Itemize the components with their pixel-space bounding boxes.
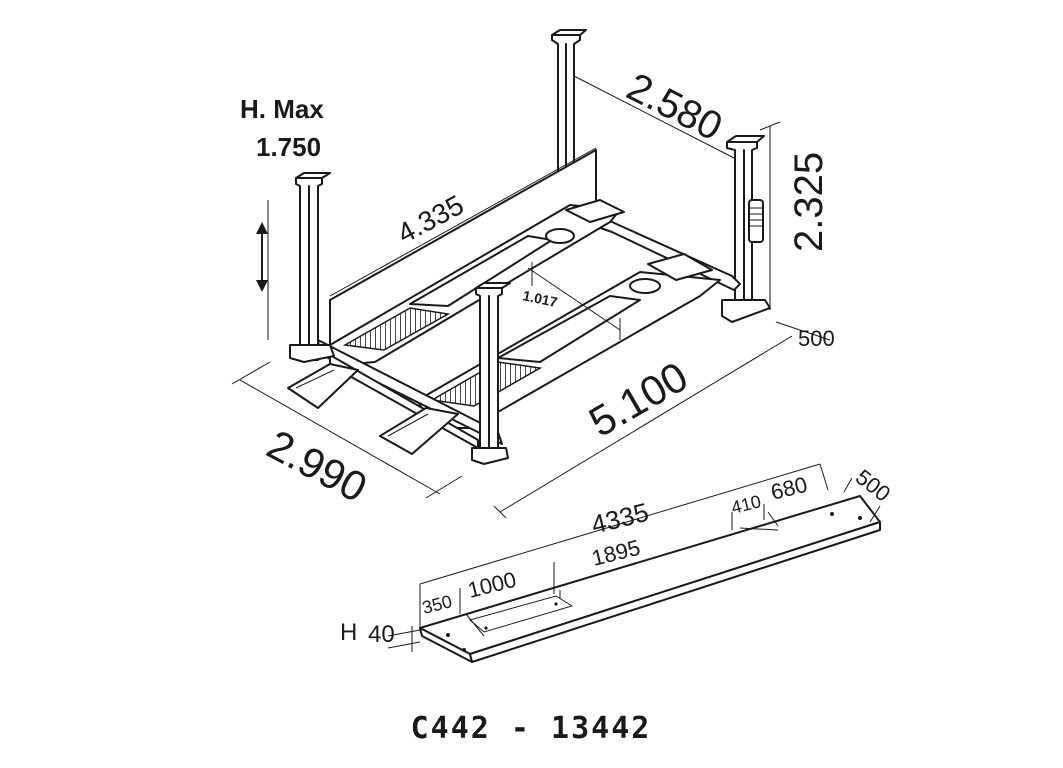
lift-travel-arrow-icon <box>256 200 269 340</box>
column-front-right <box>471 282 511 465</box>
dim-extension: 500 <box>798 326 835 351</box>
detail-section-350: 350 <box>420 591 454 618</box>
dimension-lines <box>231 75 831 519</box>
height-max-value: 1.750 <box>256 132 321 162</box>
model-caption: C442 - 13442 <box>411 711 652 746</box>
runway-detail: 4335 1895 350 1000 410 680 500 H 40 <box>340 463 895 663</box>
detail-height-value: 40 <box>368 621 395 648</box>
dim-column-height: 2.325 <box>787 152 831 252</box>
ramp-left <box>287 363 359 409</box>
power-unit-icon <box>748 199 764 243</box>
height-max-label: H. Max <box>240 94 324 124</box>
detail-section-1000: 1000 <box>465 567 519 603</box>
dim-overall-length: 5.100 <box>581 353 696 446</box>
dim-runway-gap: 1.017 <box>521 287 559 310</box>
column-front-left <box>289 172 335 363</box>
detail-section-410: 410 <box>729 491 763 518</box>
dim-width-top: 2.580 <box>620 65 729 150</box>
detail-length: 4335 <box>588 497 651 540</box>
ramp-right <box>379 407 459 455</box>
dim-overall-width: 2.990 <box>260 420 375 511</box>
detail-height-label: H <box>340 619 357 646</box>
detail-section-680: 680 <box>768 472 810 505</box>
four-post-lift: H. Max 1.750 2.580 2.325 4.335 1.017 5.1… <box>231 29 835 519</box>
runway-left <box>329 199 625 366</box>
column-back-right <box>721 135 771 323</box>
